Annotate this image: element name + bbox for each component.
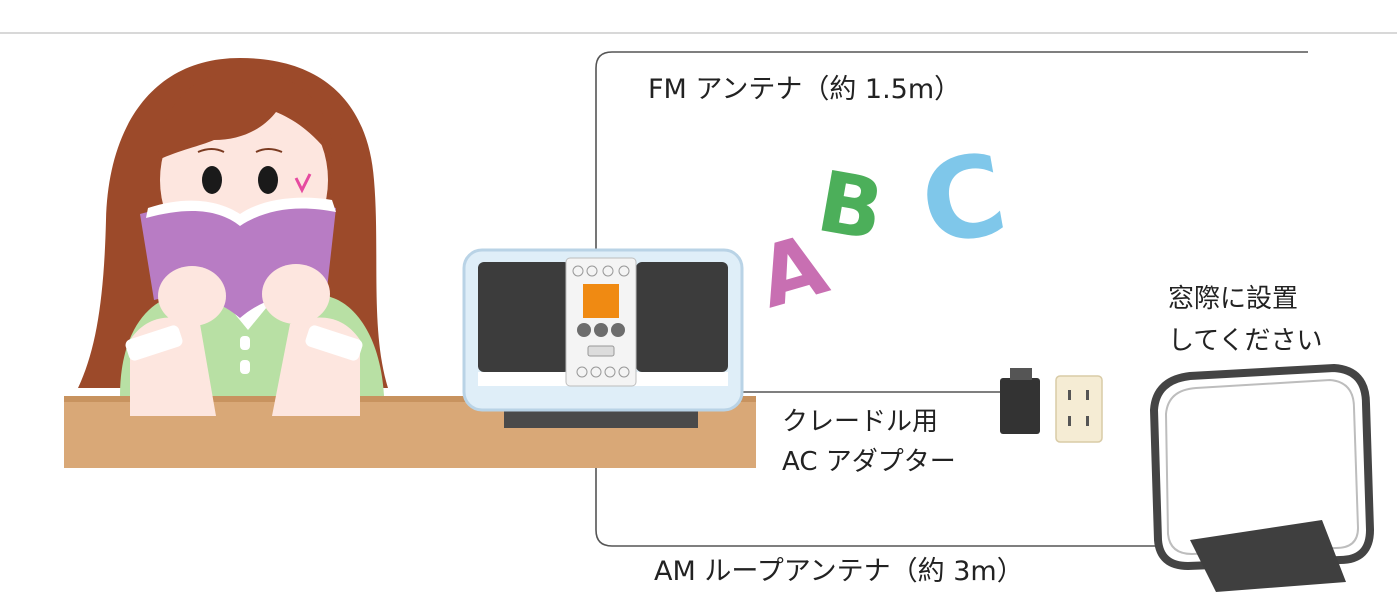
speaker-grille-right <box>636 262 728 372</box>
shirt-button <box>240 360 250 374</box>
letter-c: C <box>912 129 1016 271</box>
top-button <box>618 265 630 277</box>
ac-adapter-label-line2: AC アダプター <box>782 447 956 477</box>
top-button <box>602 265 614 277</box>
speaker-grille-left <box>478 262 570 372</box>
left-eye <box>202 166 222 194</box>
ac-adapter-icon <box>1000 368 1040 434</box>
am-antenna-label: AM ループアンテナ（約 3m） <box>654 556 1024 587</box>
top-button <box>572 265 584 277</box>
am-loop-antenna-icon <box>1149 363 1375 592</box>
ac-adapter-label: クレードル用 AC アダプター <box>782 402 956 482</box>
dial-button <box>611 323 625 337</box>
loop-antenna-inner <box>1164 378 1360 556</box>
cd-radio-speaker-icon <box>462 248 744 428</box>
shirt-button <box>240 336 250 350</box>
right-eyebrow <box>255 148 283 153</box>
right-cuff <box>305 325 363 361</box>
bottom-button <box>618 366 630 378</box>
right-eye <box>258 166 278 194</box>
left-eyebrow <box>197 148 225 153</box>
right-hand <box>262 264 330 324</box>
blush-mark-icon <box>294 173 312 194</box>
window-placement-note: 窓際に設置 してください <box>1168 278 1322 362</box>
window-note-line1: 窓際に設置 <box>1168 284 1299 314</box>
outlet-plate <box>1055 375 1103 443</box>
left-hand <box>158 266 226 326</box>
adapter-body <box>1000 378 1040 434</box>
letter-b: B <box>811 152 891 260</box>
top-button <box>586 265 598 277</box>
bottom-button <box>590 366 602 378</box>
outlet-slot <box>1086 416 1089 426</box>
bottom-button <box>576 366 588 378</box>
outlet-slot <box>1068 416 1071 426</box>
fm-antenna-label: FM アンテナ（約 1.5m） <box>648 74 962 105</box>
desk-shadow <box>64 396 756 402</box>
fm-antenna-wire <box>595 51 1308 260</box>
dial-button <box>594 323 608 337</box>
left-cuff <box>125 325 183 361</box>
orange-display <box>583 284 619 318</box>
dial-button <box>577 323 591 337</box>
girl-reading-illustration <box>78 58 388 416</box>
loop-antenna-frame <box>1149 363 1375 571</box>
window-note-line2: してください <box>1168 326 1323 356</box>
adapter-top <box>1010 368 1032 380</box>
bottom-button <box>604 366 616 378</box>
am-antenna-wire <box>595 410 1160 547</box>
wall-outlet-icon <box>1055 375 1103 443</box>
outlet-slot <box>1068 390 1071 400</box>
loop-antenna-base <box>1190 520 1346 592</box>
cd-slot <box>587 345 615 357</box>
ac-adapter-label-line1: クレードル用 <box>782 407 939 437</box>
hair-bangs <box>158 70 334 160</box>
book-pages <box>146 197 336 226</box>
outlet-slot <box>1086 390 1089 400</box>
